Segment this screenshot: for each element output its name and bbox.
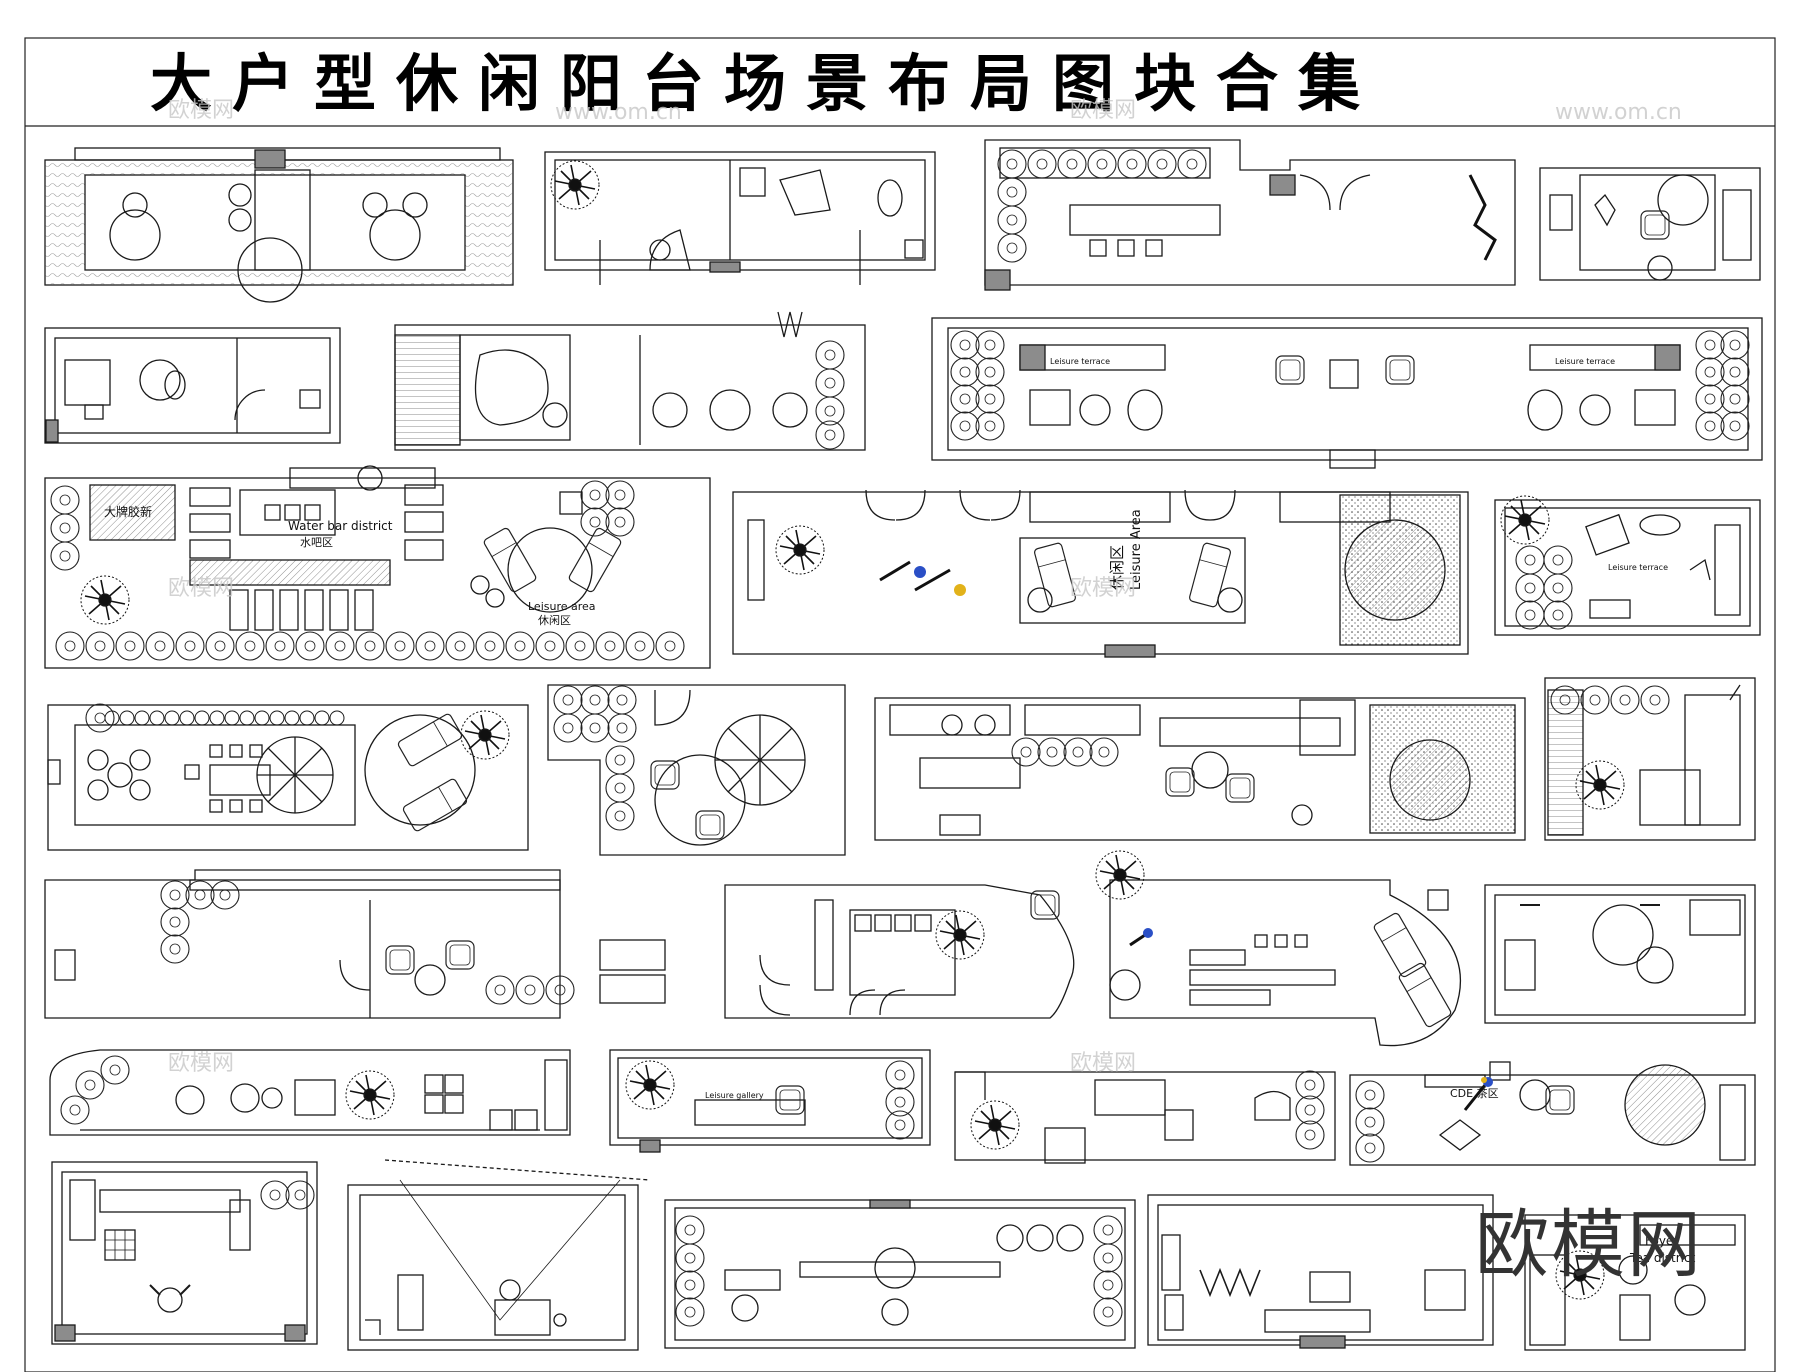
plan-balcony-25: [664, 1199, 1136, 1349]
label-tea-district: Tea district: [1629, 1251, 1696, 1265]
plan-balcony-04: [1539, 167, 1761, 281]
plan-balcony-06: [394, 311, 866, 451]
label-leisure-area2-cn: 休闲区: [1108, 545, 1126, 590]
plan-balcony-08: [44, 465, 711, 669]
plan-balcony-16: [724, 884, 1075, 1019]
plan-balcony-07: [931, 317, 1763, 469]
plan-balcony-09: [732, 489, 1469, 658]
plan-balcony-13: [874, 697, 1526, 841]
plan-balcony-19: [49, 1049, 571, 1136]
label-big-brand-cn: 大牌胶新: [104, 504, 152, 519]
label-leisure-area-cn: 休闲区: [538, 613, 571, 627]
label-leisure-terrace-2: Leisure terrace: [1555, 357, 1615, 366]
watermark-logo-text: 欧模网: [1475, 1202, 1703, 1288]
label-leisure-terrace-3: Leisure terrace: [1608, 563, 1668, 572]
plan-balcony-27: [1524, 1214, 1746, 1351]
plan-balcony-03: [984, 139, 1516, 291]
label-leisure-gallery: Leisure gallery: [705, 1091, 764, 1100]
plan-balcony-01: [44, 147, 514, 303]
plan-balcony-20: [609, 1049, 931, 1153]
plan-balcony-22: [1349, 1061, 1756, 1166]
plan-balcony-11: [47, 703, 529, 851]
plan-balcony-23: [51, 1161, 318, 1345]
plan-balcony-17: [1095, 850, 1462, 1047]
plan-balcony-18: [1484, 884, 1756, 1024]
plan-balcony-21: [954, 1070, 1336, 1164]
plan-balcony-02: [544, 151, 936, 285]
plan-balcony-05: [44, 327, 341, 444]
plan-balcony-24: [347, 1159, 651, 1351]
label-leisure-area-en: Leisure area: [528, 600, 596, 613]
page-title: 大户型休闲阳台场景布局图块合集: [150, 47, 1381, 120]
plan-balcony-14: [1544, 677, 1756, 841]
label-water-bar-en: Water bar district: [288, 519, 393, 533]
label-foyer: Foyer: [1645, 1234, 1678, 1248]
plan-balcony-12: [547, 684, 846, 856]
plan-balcony-26: [1147, 1194, 1494, 1349]
plan-balcony-15: [44, 869, 666, 1019]
label-leisure-terrace-1: Leisure terrace: [1050, 357, 1110, 366]
label-water-bar-cn: 水吧区: [300, 536, 333, 549]
label-leisure-area2-en: Leisure Area: [1129, 509, 1144, 590]
plan-balcony-10: [1494, 495, 1761, 636]
label-tea-zone: CDE 茶区: [1450, 1087, 1499, 1100]
